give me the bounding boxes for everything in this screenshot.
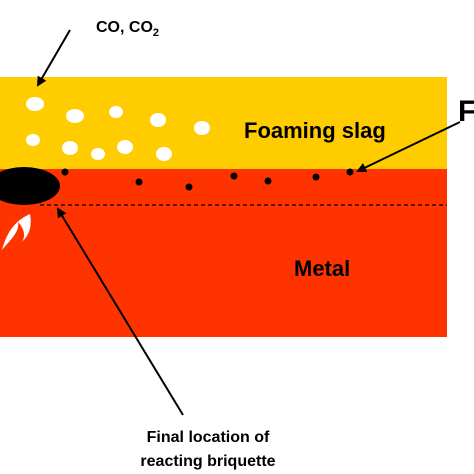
metal-droplet xyxy=(312,173,320,181)
metal-droplet xyxy=(346,168,354,176)
briquette xyxy=(0,167,60,205)
gas-bubbles xyxy=(26,97,210,161)
gas-label: CO, CO2 xyxy=(96,19,159,39)
gas-subscript: 2 xyxy=(153,27,159,39)
metal-droplet xyxy=(135,178,143,186)
metal-droplet xyxy=(61,168,69,176)
gas-bubble xyxy=(109,106,123,118)
gas-bubble xyxy=(156,147,172,161)
gas-bubble xyxy=(66,109,84,123)
gas-bubble xyxy=(26,97,44,111)
final-location-label-line2: reacting briquette xyxy=(140,453,275,470)
gas-arrow xyxy=(36,29,71,87)
gas-bubble xyxy=(91,148,105,160)
metal-label: Metal xyxy=(294,256,350,281)
gas-bubble xyxy=(26,134,40,146)
metal-droplet xyxy=(185,183,193,191)
slag-label: Foaming slag xyxy=(244,118,386,143)
droplet-arrow xyxy=(356,121,461,173)
metal-droplets xyxy=(61,168,354,191)
metal-layer xyxy=(0,169,447,337)
metal-droplet xyxy=(264,177,272,185)
gas-bubble xyxy=(150,113,166,127)
gas-bubble xyxy=(194,121,210,135)
briquette-arrow xyxy=(56,207,184,416)
right-cut-label: F xyxy=(458,95,474,128)
gas-bubble xyxy=(117,140,133,154)
final-location-label-line1: Final location of xyxy=(147,429,270,446)
metal-droplet xyxy=(230,172,238,180)
gas-bubble xyxy=(62,141,78,155)
flame-icon xyxy=(2,214,31,250)
